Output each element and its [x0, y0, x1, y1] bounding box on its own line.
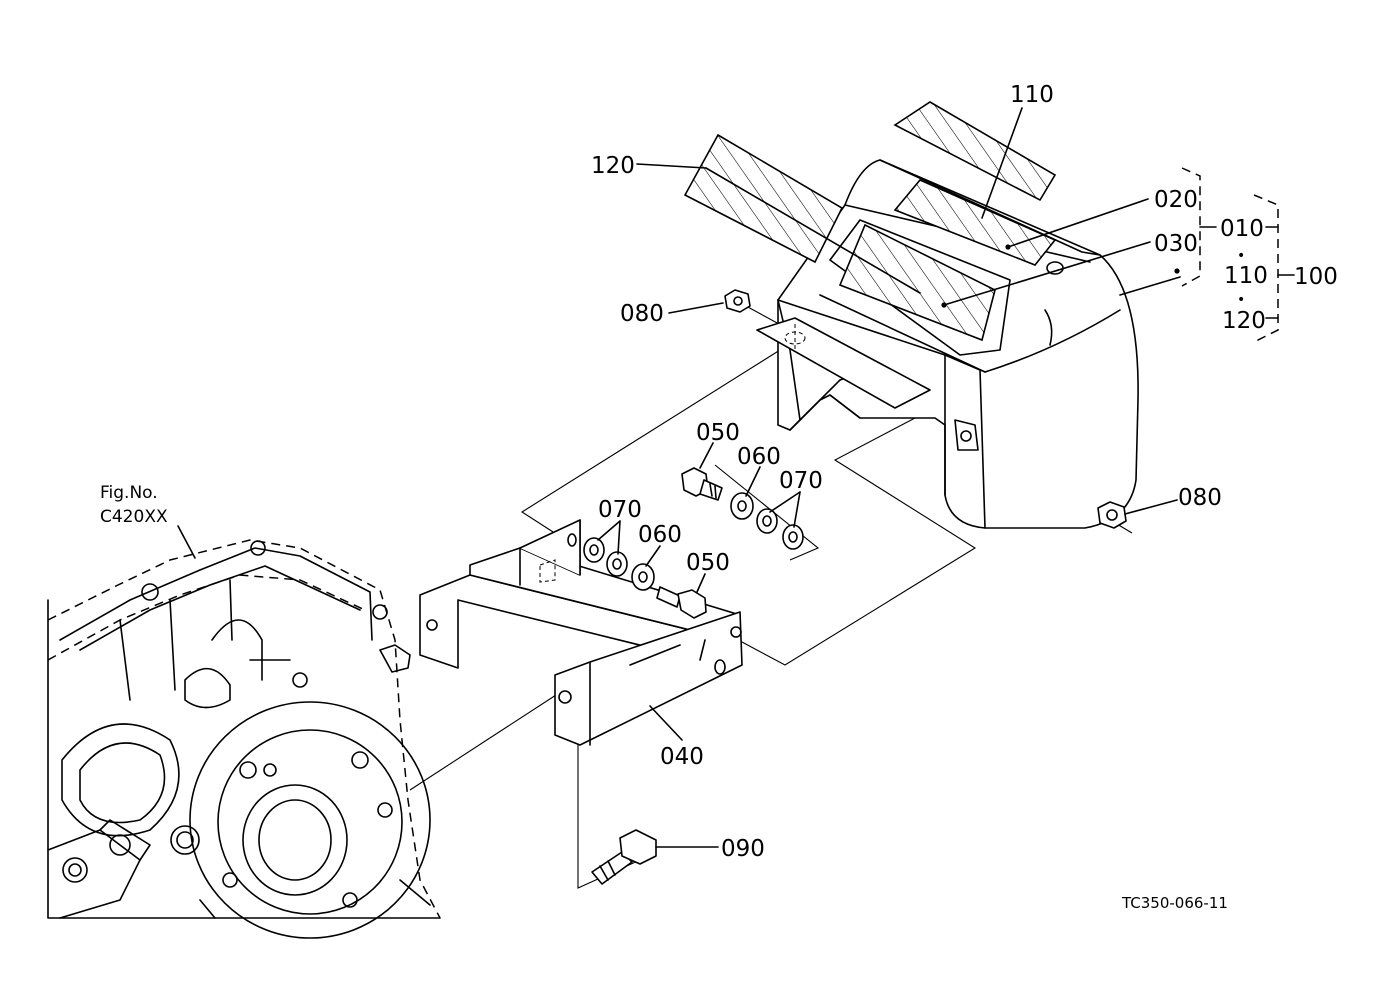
washers-lower — [583, 537, 655, 591]
decal-front — [838, 223, 996, 342]
figure-ref-leader — [177, 525, 196, 559]
bolt-090 — [591, 829, 657, 885]
bolt-050-lower — [656, 586, 707, 619]
callout-050-upper: 050 — [696, 420, 740, 446]
group-100: 100 — [1294, 264, 1338, 290]
callout-080-top: 080 — [620, 301, 664, 327]
decal-020 — [893, 179, 1057, 266]
figure-ref-number: C420XX — [100, 507, 168, 527]
callout-050-lower: 050 — [686, 550, 730, 576]
group-110: 110 — [1224, 263, 1268, 289]
callout-110: 110 — [1010, 82, 1054, 108]
washers-upper — [730, 492, 804, 550]
group-brackets — [1174, 167, 1295, 343]
nut-080-top — [724, 289, 751, 313]
drawing-code: TC350-066-11 — [1121, 894, 1228, 912]
callout-020: 020 — [1154, 187, 1198, 213]
leader-lines — [597, 107, 1181, 848]
group-separator-1: • — [1237, 248, 1245, 264]
callout-030: 030 — [1154, 231, 1198, 257]
bracket-040 — [419, 519, 743, 746]
callout-070-lower: 070 — [598, 497, 642, 523]
bolt-050-upper — [681, 467, 723, 501]
group-010: 010 — [1220, 216, 1264, 242]
callout-120: 120 — [591, 153, 635, 179]
callout-040: 040 — [660, 744, 704, 770]
callout-070-upper: 070 — [779, 468, 823, 494]
group-separator-2: • — [1237, 292, 1245, 308]
callout-080-right: 080 — [1178, 485, 1222, 511]
callout-090: 090 — [721, 836, 765, 862]
decal-120 — [683, 133, 844, 264]
group-120: 120 — [1222, 308, 1266, 334]
figure-ref-label: Fig.No. — [100, 483, 158, 503]
nut-080-right — [1097, 501, 1127, 529]
callout-060-upper: 060 — [737, 444, 781, 470]
decal-110 — [893, 101, 1057, 202]
cover-top-plate — [756, 317, 931, 409]
transmission-case-drawing — [47, 539, 441, 939]
callout-060-lower: 060 — [638, 522, 682, 548]
